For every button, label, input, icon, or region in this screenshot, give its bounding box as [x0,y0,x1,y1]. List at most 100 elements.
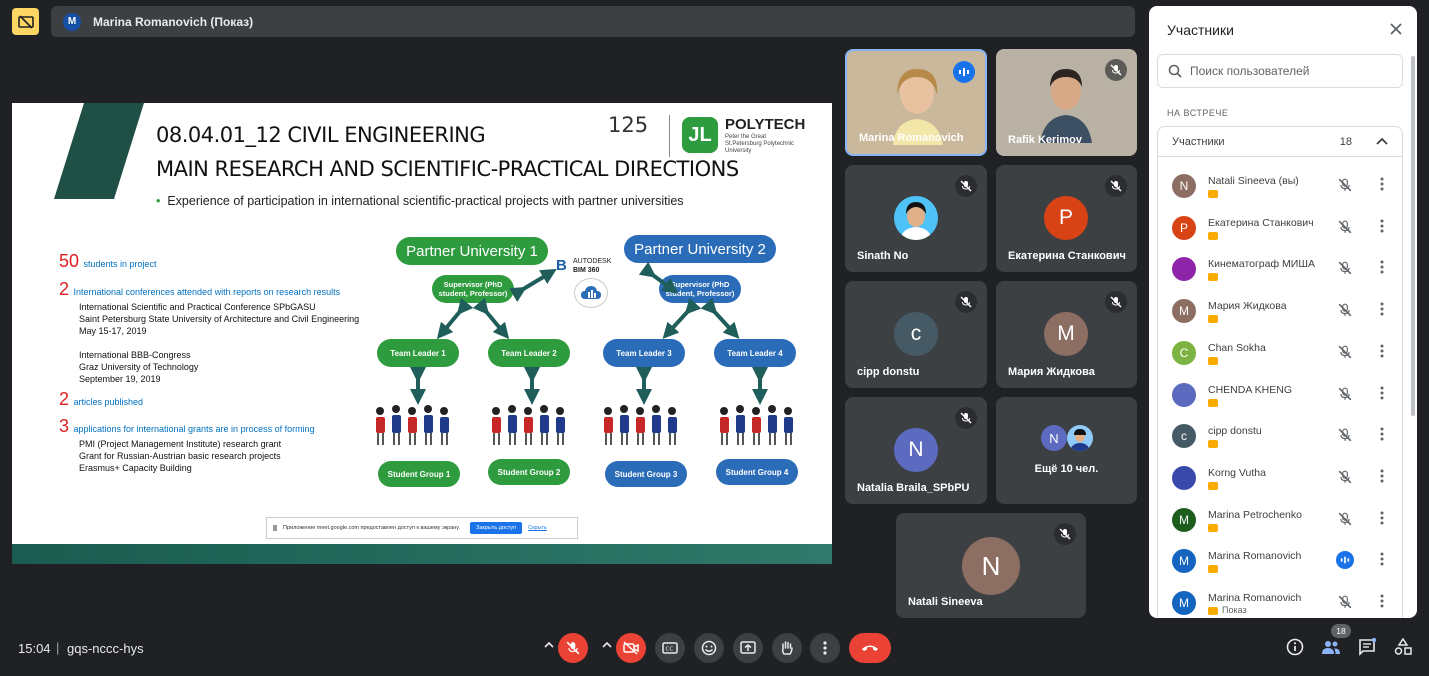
participant-row[interactable]: CHENDA KHENG [1158,374,1402,415]
search-input[interactable] [1190,64,1390,78]
camera-off-button[interactable] [616,633,646,663]
avatar-photo [1067,425,1093,451]
avatar: P [1044,196,1088,240]
avatar: N [894,428,938,472]
presenting-icon[interactable] [12,8,39,35]
tile-cipp-donstu[interactable]: c cipp donstu [845,281,987,388]
avatar: P [1172,215,1196,240]
clock: 15:04 [18,641,51,656]
students-illustration [376,404,794,446]
avatar: C [1172,340,1196,365]
speaking-indicator-icon[interactable] [1336,551,1354,570]
tile-maria-zhidkova[interactable]: M Мария Жидкова [996,281,1137,388]
activities-icon[interactable] [1394,638,1412,656]
presenter-avatar: M [63,12,81,31]
team-leader-4: Team Leader 4 [714,339,796,367]
participant-row[interactable]: C Chan Sokha [1158,332,1402,373]
mic-off-icon[interactable] [1338,387,1352,401]
mic-options-chevron-icon[interactable] [544,641,554,649]
group-header[interactable]: Участники 18 [1158,127,1402,157]
tile-ekaterina-stankovich[interactable]: P Екатерина Станкович [996,165,1137,272]
raise-hand-button[interactable] [772,633,802,663]
participant-name: Chan Sokha [1208,341,1266,354]
more-vert-icon[interactable] [1380,594,1384,608]
avatar: M [1044,312,1088,356]
tile-name: Мария Жидкова [1008,366,1095,378]
mic-off-icon[interactable] [1338,261,1352,275]
more-vert-icon[interactable] [1380,552,1384,566]
tile-sinath-no[interactable]: Sinath No [845,165,987,272]
tile-marina-romanovich[interactable]: Marina Romanovich [845,49,987,156]
mic-off-icon[interactable] [1338,428,1352,442]
tile-name: Natali Sineeva [908,596,983,608]
host-tag-icon [1208,607,1218,615]
end-call-button[interactable] [849,633,891,663]
more-vert-icon[interactable] [1380,511,1384,525]
mic-off-icon[interactable] [1338,595,1352,609]
camera-options-chevron-icon[interactable] [602,641,612,649]
more-vert-icon[interactable] [1380,469,1384,483]
more-vert-icon[interactable] [1380,427,1384,441]
participant-row[interactable]: Кинематограф МИША [1158,248,1402,289]
present-button[interactable] [733,633,763,663]
mic-off-button[interactable] [558,633,588,663]
more-vert-icon[interactable] [1380,219,1384,233]
mic-off-icon[interactable] [1338,178,1352,192]
section-label: НА ВСТРЕЧЕ [1167,108,1229,118]
slide-title-line1: 08.04.01_12 CIVIL ENGINEERING [156,123,486,147]
mic-off-icon[interactable] [1338,512,1352,526]
scrollbar[interactable] [1411,56,1415,416]
student-group-3: Student Group 3 [605,461,687,487]
participant-row[interactable]: Korng Vutha [1158,457,1402,498]
avatar [1172,257,1196,282]
more-options-button[interactable] [810,633,840,663]
tile-natali-sineeva[interactable]: N Natali Sineeva [896,513,1086,618]
mic-off-icon [566,641,580,655]
meeting-info-icon[interactable] [1286,638,1304,656]
mic-off-icon[interactable] [1338,220,1352,234]
more-vert-icon[interactable] [1380,302,1384,316]
mic-off-icon[interactable] [1338,303,1352,317]
stat-students: 50 students in project [59,251,157,271]
more-vert-icon[interactable] [1380,177,1384,191]
stat-articles: 2 articles published [59,389,144,409]
captions-button[interactable]: CC [655,633,685,663]
close-icon[interactable] [1389,22,1403,36]
avatar: M [1172,591,1196,615]
mic-off-icon [955,291,977,313]
avatar: M [1172,507,1196,532]
participants-count-badge: 18 [1331,624,1351,638]
mic-off-icon [955,175,977,197]
search-box[interactable] [1157,54,1403,88]
tile-natalia-braila[interactable]: N Natalia Braila_SPbPU [845,397,987,504]
avatar: N [1172,174,1196,198]
more-vert-icon[interactable] [1380,386,1384,400]
stop-sharing-button[interactable]: Закрыть доступ [470,522,523,534]
chevron-up-icon[interactable] [1376,136,1388,146]
hide-notice-link[interactable]: Скрыть [528,525,547,531]
more-vert-icon[interactable] [1380,344,1384,358]
more-vert-icon[interactable] [1380,260,1384,274]
mic-off-icon[interactable] [1338,470,1352,484]
people-icon[interactable] [1321,638,1341,656]
mic-off-icon[interactable] [1338,345,1352,359]
tile-rafik-kerimov[interactable]: Rafik Kerimov [996,49,1137,156]
participant-name: Кинематограф МИША [1208,258,1315,271]
host-tag-icon [1208,523,1218,532]
bim-logo-letter: B [556,257,567,274]
chat-icon[interactable] [1358,638,1376,656]
presenter-name: Marina Romanovich (Показ) [93,14,254,29]
reactions-button[interactable] [694,633,724,663]
avatar: M [1172,549,1196,574]
slide-decoration [54,103,144,199]
tile-more-participants[interactable]: N Ещё 10 чел. [996,397,1137,504]
